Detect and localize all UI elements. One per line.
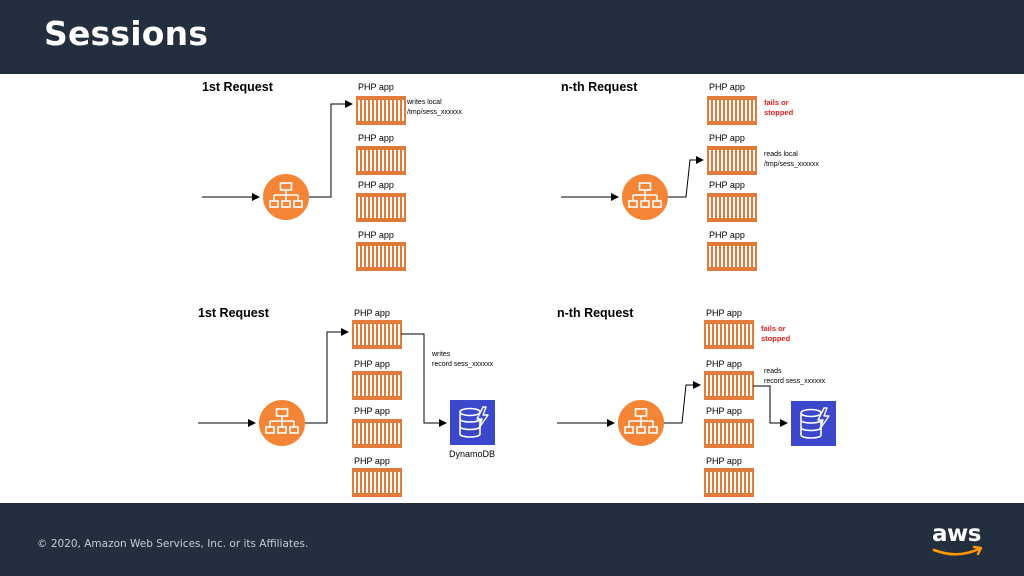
session-note: reads: [764, 368, 782, 375]
app-label: PHP app: [354, 308, 390, 318]
dynamodb-icon: [790, 400, 837, 447]
container-icon: [356, 96, 406, 125]
panel-bottom-left: 1st Request PHP app PHP app PHP app PHP …: [198, 306, 496, 497]
container-icon: [356, 193, 406, 222]
load-balancer-icon: [616, 398, 666, 448]
footer-bar: © 2020, Amazon Web Services, Inc. or its…: [0, 503, 1024, 576]
panel-title: 1st Request: [202, 80, 274, 94]
container-icon: [704, 371, 754, 400]
app-label: PHP app: [709, 82, 745, 92]
session-note: reads local: [764, 151, 798, 158]
container-icon: [707, 146, 757, 175]
panel-title: 1st Request: [198, 306, 270, 320]
app-label: PHP app: [706, 406, 742, 416]
smile-arrow-icon: [932, 545, 983, 556]
app-label: PHP app: [354, 456, 390, 466]
route-arrow: [668, 156, 704, 198]
copyright-text: © 2020, Amazon Web Services, Inc. or its…: [37, 538, 309, 550]
session-note: writes local: [406, 99, 442, 106]
app-label: PHP app: [706, 456, 742, 466]
container-icon: [707, 193, 757, 222]
app-label: PHP app: [706, 359, 742, 369]
aws-logo-text: aws: [932, 521, 981, 547]
app-label: PHP app: [709, 133, 745, 143]
route-arrow: [664, 381, 701, 424]
app-label: PHP app: [358, 230, 394, 240]
container-icon: [352, 320, 402, 349]
header-bar: Sessions: [0, 0, 1024, 74]
load-balancer-icon: [620, 172, 670, 222]
container-icon: [707, 96, 757, 125]
route-arrow: [309, 100, 353, 198]
storage-arrow: [753, 385, 788, 427]
app-label: PHP app: [706, 308, 742, 318]
container-icon: [704, 320, 754, 349]
route-arrow: [305, 328, 349, 424]
container-icon: [707, 242, 757, 271]
container-icon: [356, 146, 406, 175]
failure-note: stopped: [764, 108, 794, 117]
container-icon: [352, 419, 402, 448]
app-label: PHP app: [354, 359, 390, 369]
app-label: PHP app: [354, 406, 390, 416]
panel-bottom-right: n-th Request PHP app PHP app PHP app PHP…: [557, 306, 837, 497]
app-label: PHP app: [709, 230, 745, 240]
container-icon: [356, 242, 406, 271]
slide-title: Sessions: [44, 14, 209, 53]
load-balancer-icon: [257, 398, 307, 448]
panel-title: n-th Request: [561, 80, 638, 94]
container-icon: [704, 468, 754, 497]
session-note: /tmp/sess_xxxxxx: [764, 161, 819, 168]
container-icon: [704, 419, 754, 448]
failure-note: fails or: [764, 98, 789, 107]
session-note: writes: [431, 351, 451, 358]
session-note: /tmp/sess_xxxxxx: [407, 109, 462, 116]
app-label: PHP app: [709, 180, 745, 190]
app-label: PHP app: [358, 82, 394, 92]
container-icon: [352, 371, 402, 400]
panel-title: n-th Request: [557, 306, 634, 320]
load-balancer-icon: [261, 172, 311, 222]
aws-logo: aws: [930, 521, 990, 561]
session-note: record sess_xxxxxx: [432, 361, 494, 368]
container-icon: [352, 468, 402, 497]
dynamodb-label: DynamoDB: [449, 449, 495, 459]
panel-top-right: n-th Request PHP app PHP app PHP app PHP…: [561, 80, 819, 271]
app-label: PHP app: [358, 180, 394, 190]
storage-arrow: [401, 333, 447, 427]
failure-note: stopped: [761, 334, 791, 343]
app-label: PHP app: [358, 133, 394, 143]
failure-note: fails or: [761, 324, 786, 333]
panel-top-left: 1st Request PHP app PHP app PHP app PHP …: [202, 80, 462, 271]
dynamodb-icon: [449, 399, 496, 446]
session-note: record sess_xxxxxx: [764, 378, 826, 385]
